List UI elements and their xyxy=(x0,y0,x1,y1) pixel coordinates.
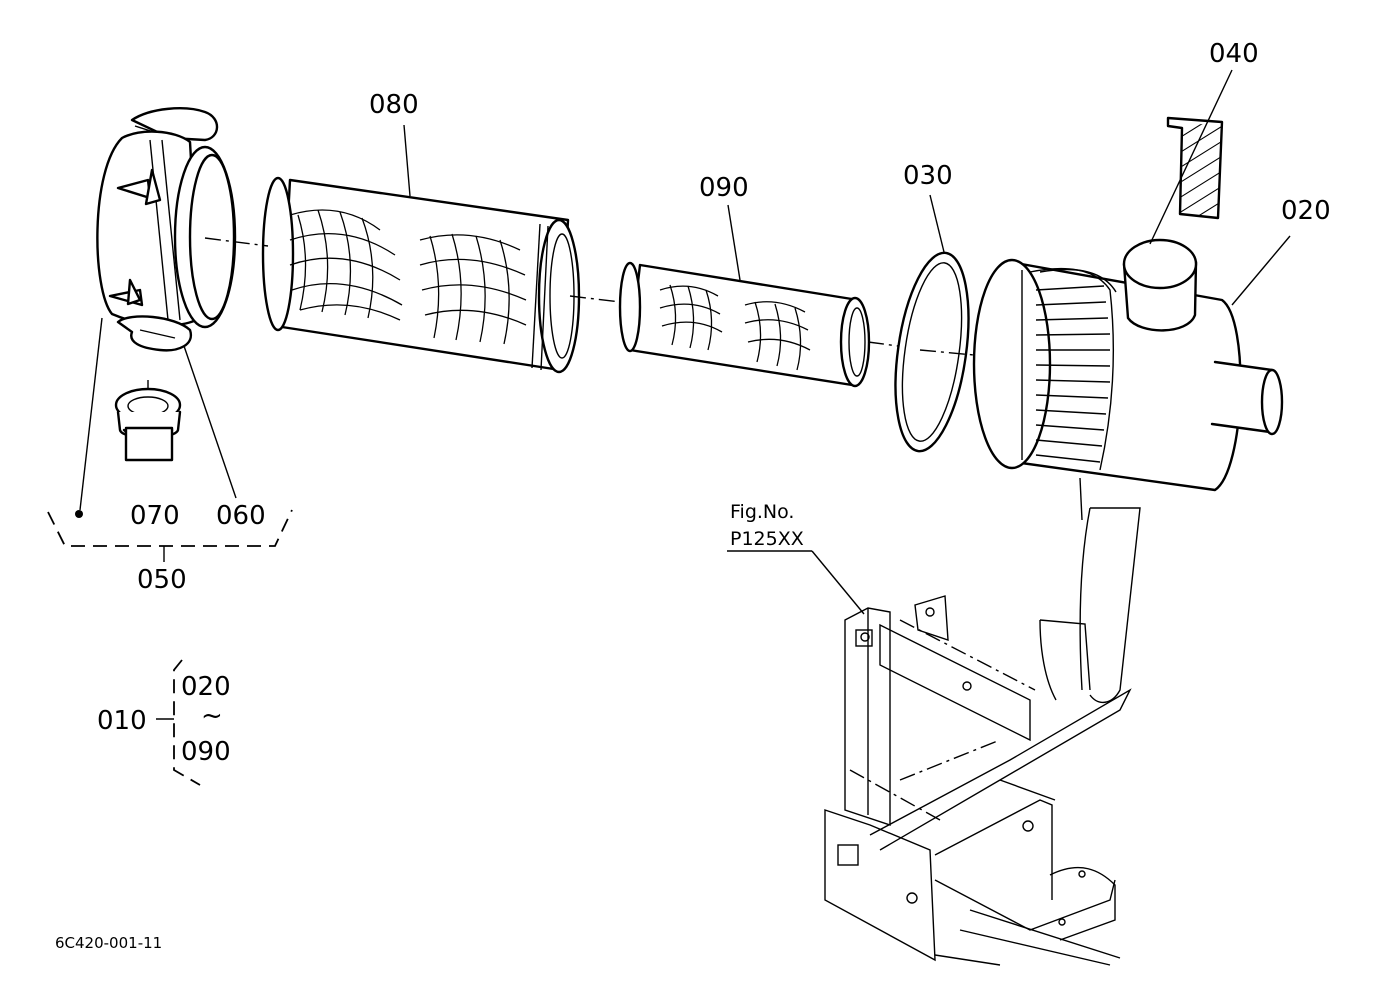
label-060: 060 xyxy=(216,501,266,531)
cover-assembly xyxy=(75,107,237,518)
figure-ref-title: Fig.No. xyxy=(730,501,794,523)
drawing-code: 6C420-001-11 xyxy=(55,934,162,952)
label-090: 090 xyxy=(699,173,749,203)
outer-filter-element xyxy=(204,124,621,374)
inner-safety-element xyxy=(618,204,899,388)
label-040: 040 xyxy=(1209,39,1259,69)
label-070: 070 xyxy=(130,501,180,531)
label-020: 020 xyxy=(1281,196,1331,226)
label-sticker xyxy=(1149,69,1233,245)
seal-ring xyxy=(894,194,986,453)
mounting-frame xyxy=(727,507,1141,966)
label-030: 030 xyxy=(903,161,953,191)
label-range-start: 020 xyxy=(181,672,231,702)
label-010: 010 xyxy=(97,706,147,736)
assembly-050-bracket xyxy=(47,509,293,562)
label-050: 050 xyxy=(137,565,187,595)
evacuator-valve xyxy=(114,380,182,462)
label-range-end: 090 xyxy=(181,737,231,767)
filter-housing xyxy=(972,235,1291,521)
assembly-010-brace xyxy=(156,659,201,786)
housing-ribs xyxy=(1029,267,1117,471)
label-range-tilde: ~ xyxy=(201,701,223,731)
label-080: 080 xyxy=(369,90,419,120)
figure-ref-number: P125XX xyxy=(730,528,804,550)
